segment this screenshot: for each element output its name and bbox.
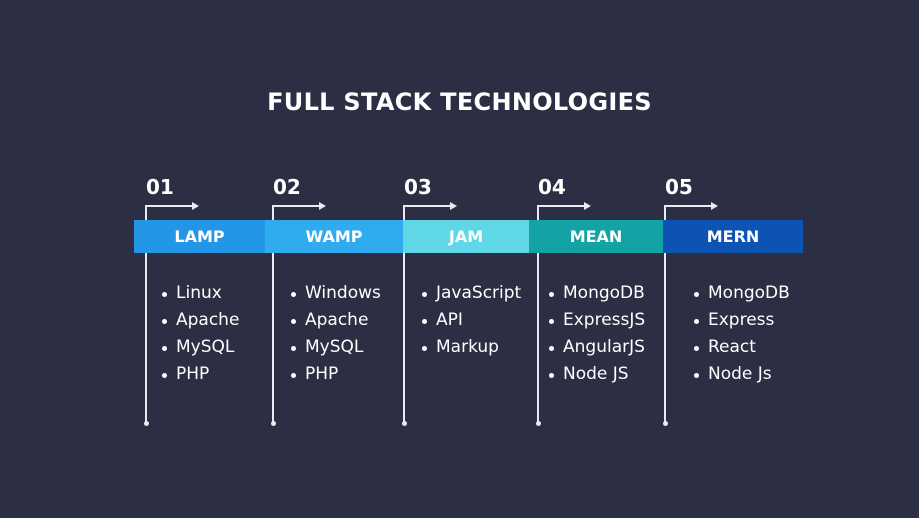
stack-items-list: Windows Apache MySQL PHP xyxy=(289,280,381,388)
arrow-right-icon xyxy=(403,202,457,220)
stack-name: MEAN xyxy=(569,227,623,246)
stack-name: WAMP xyxy=(305,227,363,246)
list-item: MySQL xyxy=(289,334,381,361)
list-item: AngularJS xyxy=(547,334,645,361)
stack-items-list: MongoDB ExpressJS AngularJS Node JS xyxy=(547,280,645,388)
timeline-end-dot xyxy=(143,421,149,426)
list-item: Apache xyxy=(289,307,381,334)
stack-items-list: JavaScript API Markup xyxy=(420,280,521,361)
list-item: PHP xyxy=(160,361,239,388)
stack-number: 05 xyxy=(665,175,693,199)
stack-name: MERN xyxy=(706,227,760,246)
timeline-connector xyxy=(403,253,405,424)
list-item: API xyxy=(420,307,521,334)
list-item: Express xyxy=(692,307,790,334)
list-item: ExpressJS xyxy=(547,307,645,334)
list-item: PHP xyxy=(289,361,381,388)
timeline-connector xyxy=(537,253,539,424)
list-item: React xyxy=(692,334,790,361)
list-item: Linux xyxy=(160,280,239,307)
stack-number: 04 xyxy=(538,175,566,199)
list-item: Apache xyxy=(160,307,239,334)
list-item: MongoDB xyxy=(547,280,645,307)
stack-label-band: MERN xyxy=(663,220,803,253)
stack-label-band: MEAN xyxy=(529,220,663,253)
list-item: Markup xyxy=(420,334,521,361)
timeline-end-dot xyxy=(401,421,407,426)
stack-label-band: WAMP xyxy=(265,220,403,253)
arrow-right-icon xyxy=(664,202,718,220)
timeline-end-dot xyxy=(270,421,276,426)
list-item: MySQL xyxy=(160,334,239,361)
stack-name: JAM xyxy=(448,227,484,246)
arrow-right-icon xyxy=(272,202,326,220)
list-item: Node Js xyxy=(692,361,790,388)
stack-label-band: JAM xyxy=(403,220,529,253)
stack-name: LAMP xyxy=(174,227,225,246)
timeline-connector xyxy=(145,253,147,424)
timeline-connector xyxy=(664,253,666,424)
arrow-right-icon xyxy=(537,202,591,220)
stack-number: 03 xyxy=(404,175,432,199)
timeline-connector xyxy=(272,253,274,424)
timeline-end-dot xyxy=(535,421,541,426)
arrow-right-icon xyxy=(145,202,199,220)
page-title: FULL STACK TECHNOLOGIES xyxy=(267,88,652,116)
stack-label-band: LAMP xyxy=(134,220,265,253)
list-item: JavaScript xyxy=(420,280,521,307)
list-item: MongoDB xyxy=(692,280,790,307)
stack-items-list: MongoDB Express React Node Js xyxy=(692,280,790,388)
list-item: Windows xyxy=(289,280,381,307)
timeline-end-dot xyxy=(662,421,668,426)
stack-number: 01 xyxy=(146,175,174,199)
stack-number: 02 xyxy=(273,175,301,199)
list-item: Node JS xyxy=(547,361,645,388)
stack-items-list: Linux Apache MySQL PHP xyxy=(160,280,239,388)
